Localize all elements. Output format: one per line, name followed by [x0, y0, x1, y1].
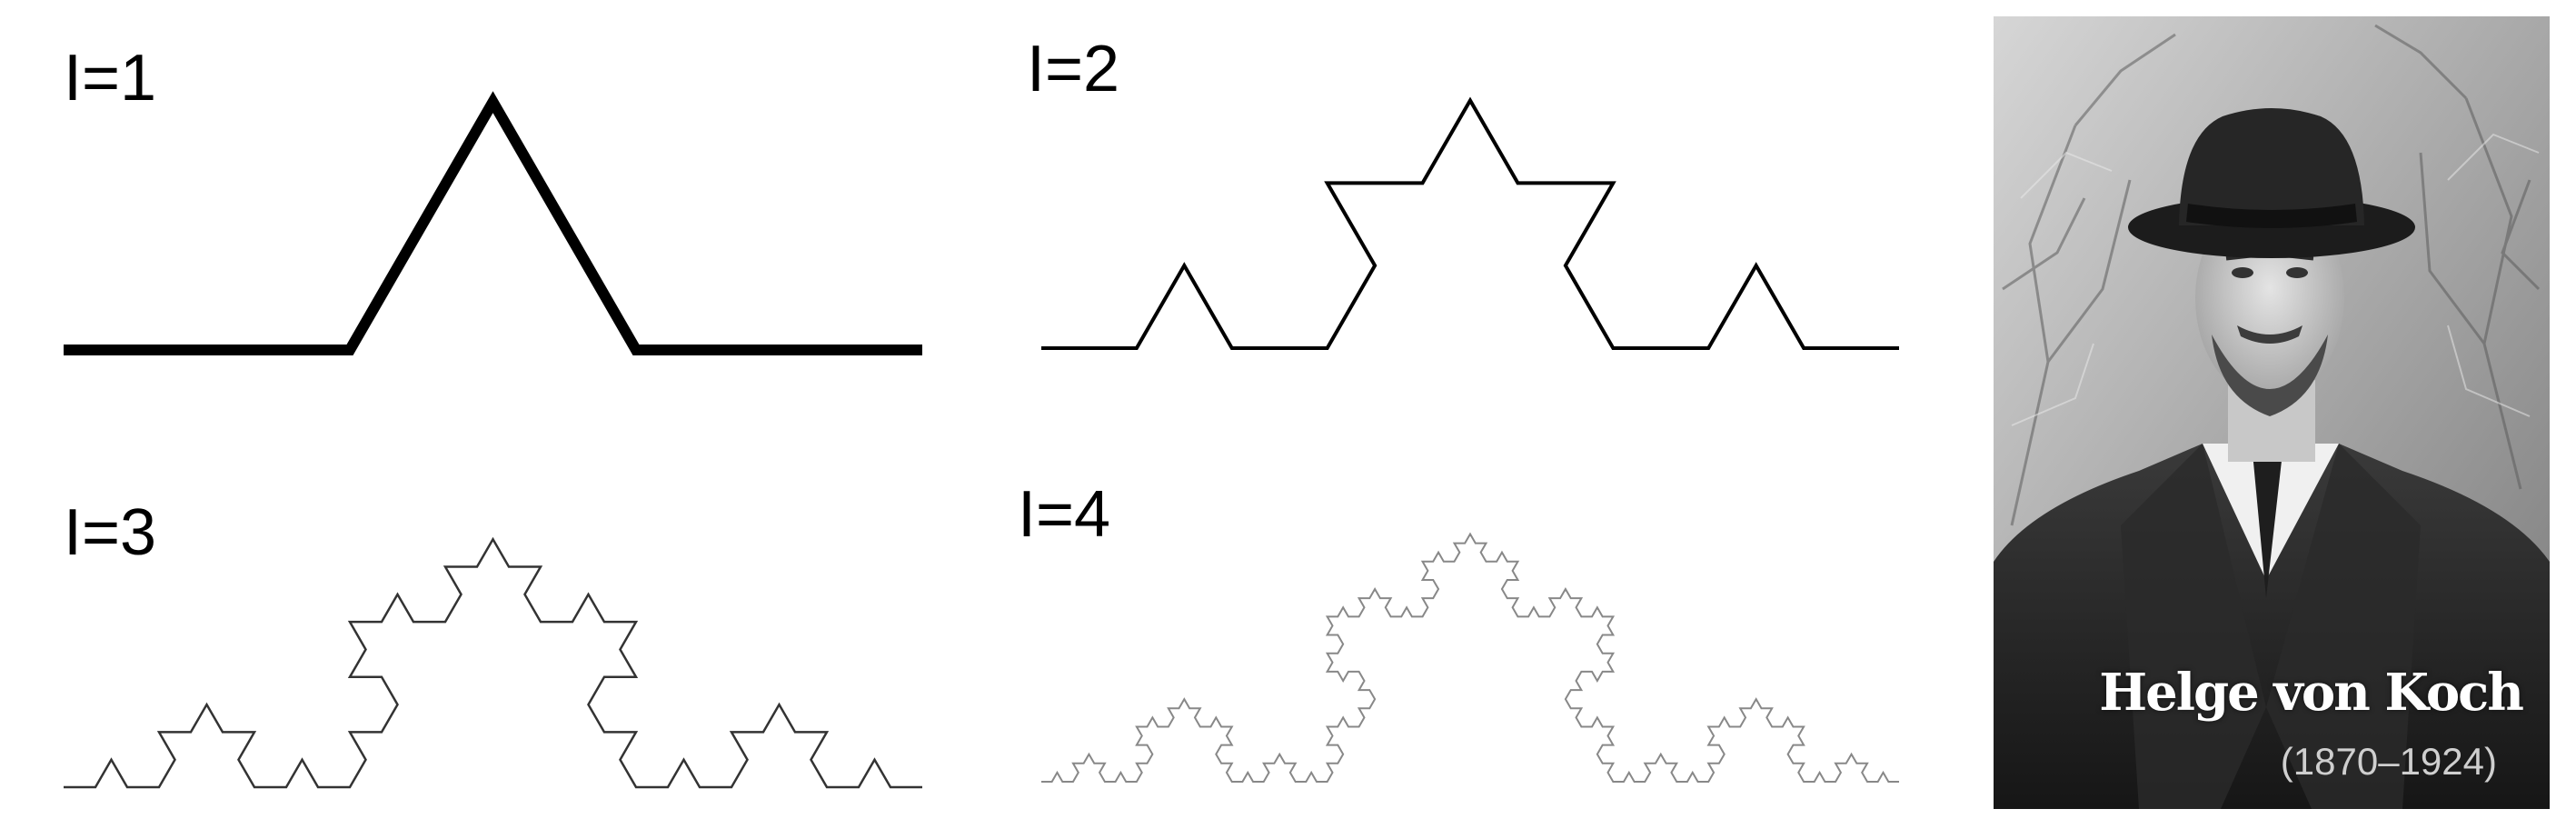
koch-curve — [64, 536, 922, 789]
panel-label: I=4 — [1018, 478, 1111, 551]
koch-curve — [1041, 532, 1899, 783]
panel-label: I=1 — [64, 42, 157, 115]
portrait-caption-name: Helge von Koch — [2099, 663, 2524, 723]
panel-iteration-3: I=3 — [0, 427, 963, 818]
koch-curve-path — [1041, 532, 1899, 783]
portrait-caption-years: (1870–1924) — [2280, 740, 2497, 783]
koch-curve-path — [64, 91, 922, 355]
koch-curve — [1041, 96, 1899, 350]
panel-label: I=2 — [1027, 33, 1120, 105]
panel-iteration-2: I=2 — [1000, 0, 1963, 391]
koch-curve-path — [64, 536, 922, 789]
koch-curve-path — [1041, 96, 1899, 350]
portrait-photo: Helge von Koch (1870–1924) — [1994, 16, 2550, 809]
portrait-image — [1994, 16, 2550, 809]
koch-curve — [64, 91, 922, 355]
panel-iteration-4: I=4 — [1000, 427, 1963, 818]
panel-label: I=3 — [64, 496, 157, 569]
panel-iteration-1: I=1 — [0, 0, 963, 391]
